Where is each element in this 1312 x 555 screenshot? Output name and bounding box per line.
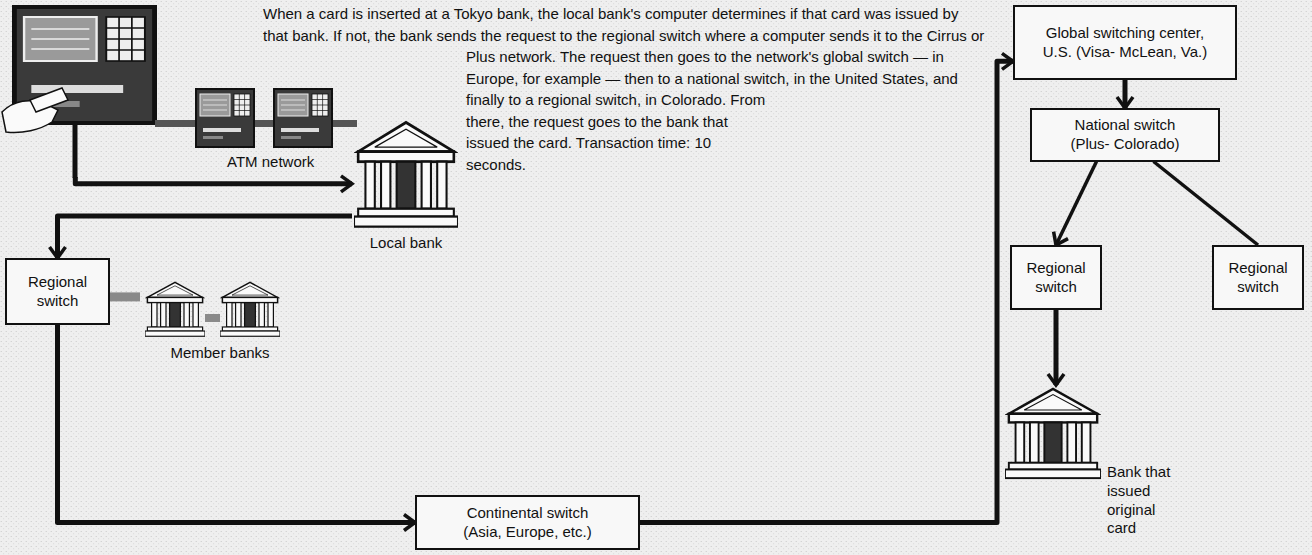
node-label: Bank that issued original card (1107, 463, 1183, 538)
flow-arrow (58, 325, 416, 523)
bank-node: Member banks (140, 278, 290, 368)
switch-box: Regional switch (1212, 245, 1304, 310)
switch-box: Continental switch (Asia, Europe, etc.) (415, 495, 640, 550)
node-label: Member banks (150, 344, 290, 363)
flow-arrow (1054, 310, 1059, 385)
box-label: Continental switch (Asia, Europe, etc.) (448, 504, 608, 542)
flow-arrow (1123, 80, 1128, 108)
explanation-text: When a card is inserted at a Tokyo bank,… (263, 5, 984, 173)
switch-box: Regional switch (5, 258, 110, 325)
flow-arrow (58, 216, 353, 258)
box-label: National switch (Plus- Colorado) (1055, 116, 1195, 154)
link-line (110, 292, 140, 301)
explanation-text: When a card is inserted at a Tokyo bank,… (263, 3, 985, 349)
switch-box: Regional switch (1010, 245, 1102, 310)
node-label: Local bank (352, 234, 460, 253)
switch-box: Global switching center, U.S. (Visa- McL… (1013, 5, 1237, 80)
flow-arrow (1056, 162, 1097, 246)
bank-node: Bank that issued original card (1003, 385, 1183, 540)
bank-node: Local bank (352, 118, 460, 258)
node-label: ATM network (227, 153, 337, 172)
switch-box: National switch (Plus- Colorado) (1030, 108, 1220, 162)
box-label: Regional switch (15, 273, 100, 311)
box-label: Regional switch (1222, 259, 1294, 297)
link-line (1154, 162, 1259, 246)
box-label: Regional switch (1020, 259, 1092, 297)
flow-arrow (75, 177, 352, 184)
flow-arrow (640, 61, 1013, 522)
box-label: Global switching center, U.S. (Visa- McL… (1043, 24, 1208, 62)
